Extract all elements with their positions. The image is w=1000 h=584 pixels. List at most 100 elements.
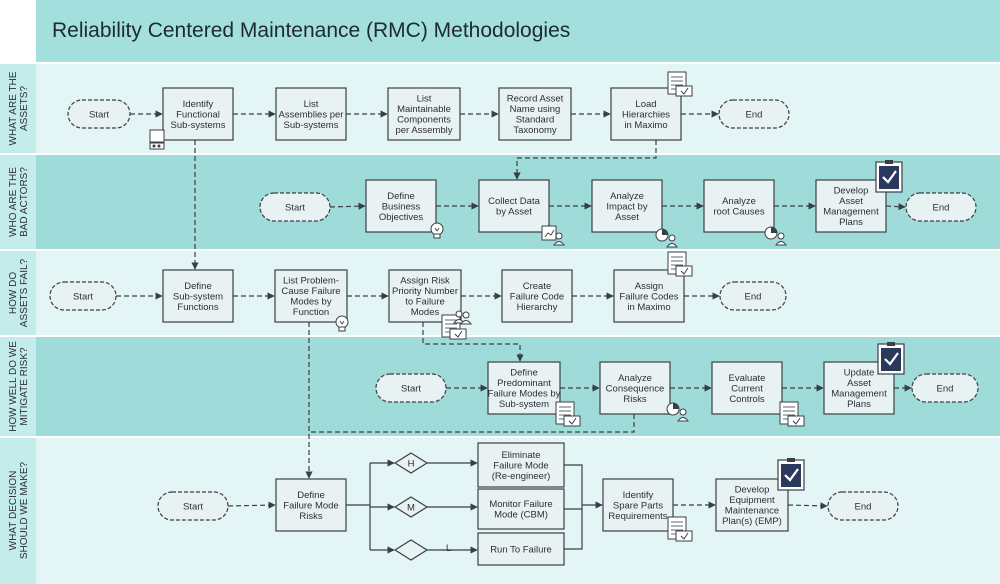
- end1-shape: [718, 99, 790, 129]
- start4-shape: [375, 373, 447, 403]
- end1-label: End: [746, 109, 763, 120]
- start5-label: Start: [183, 501, 203, 512]
- edge-label-low: L: [446, 543, 451, 553]
- swimlane-label-cell-4: [0, 336, 36, 437]
- document-icon: [441, 314, 467, 340]
- list-maintainable-shape: [387, 87, 461, 141]
- start4-label: Start: [401, 383, 421, 394]
- analyze-consequence-shape: [599, 361, 671, 415]
- start5-shape: [157, 491, 229, 521]
- collect-data-shape: [478, 179, 550, 233]
- analyze-root-shape: [703, 179, 775, 233]
- document-icon: [667, 251, 693, 277]
- swimlane-label-cell-1: [0, 63, 36, 154]
- define-business-shape: [365, 179, 437, 233]
- define-predominant-shape: [487, 361, 561, 415]
- database-icon: [149, 129, 165, 150]
- people-icon: [453, 310, 472, 325]
- diamond-h-shape: [393, 452, 429, 474]
- swimlane-label-cell-5: [0, 437, 36, 584]
- assign-risk-shape: [388, 269, 462, 323]
- node-end5: End: [827, 491, 899, 521]
- end2-shape: [905, 192, 977, 222]
- start2-label: Start: [285, 202, 305, 213]
- develop-asset-shape: [815, 179, 887, 233]
- swimlane-label-3: HOW DOASSETS FAIL?: [8, 258, 30, 327]
- analyze-impact-shape: [591, 179, 663, 233]
- end5-shape: [827, 491, 899, 521]
- list-problem-shape: [274, 269, 348, 323]
- document-icon: [667, 71, 693, 97]
- node-start5: Start: [157, 491, 229, 521]
- end2-label: End: [933, 202, 950, 213]
- document-icon: [667, 516, 693, 542]
- assign-failure-codes-shape: [613, 269, 685, 323]
- node-diamond-h: H: [393, 452, 429, 474]
- node-diamond-m: M: [393, 496, 429, 518]
- identify-spare-shape: [602, 478, 674, 532]
- chart-people-icon: [541, 225, 565, 246]
- define-subsystem-shape: [162, 269, 234, 323]
- merge-spine: [564, 464, 583, 550]
- run-to-failure-label: Run To Failure: [490, 544, 552, 555]
- arrow-l2-1: [329, 202, 366, 210]
- monitor-shape: [477, 488, 565, 530]
- lightbulb-icon: [335, 315, 349, 332]
- document-icon: [555, 401, 581, 427]
- swimlane-label-5: WHAT DECISIONSHOULD WE MAKE?: [8, 461, 30, 559]
- start2-shape: [259, 192, 331, 222]
- pie-people-icon: [666, 402, 689, 422]
- checklist-icon: [877, 342, 905, 375]
- diamond-h-label: H: [408, 458, 415, 469]
- identify-functional-shape: [162, 87, 234, 141]
- end4-shape: [911, 373, 979, 403]
- develop-equipment-shape: [715, 478, 789, 532]
- node-run-to-failure: Run To Failure: [477, 532, 565, 566]
- connector-risk-to-predominant: [422, 322, 524, 362]
- document-icon: [779, 401, 805, 427]
- eliminate-shape: [477, 442, 565, 488]
- lightbulb-icon: [430, 222, 444, 239]
- create-failure-shape: [501, 269, 573, 323]
- diamond-m-label: M: [407, 502, 415, 513]
- node-start3: Start: [49, 281, 117, 311]
- swimlane-label-cell-3: [0, 250, 36, 336]
- checklist-icon: [777, 458, 805, 491]
- node-start1: Start: [67, 99, 131, 129]
